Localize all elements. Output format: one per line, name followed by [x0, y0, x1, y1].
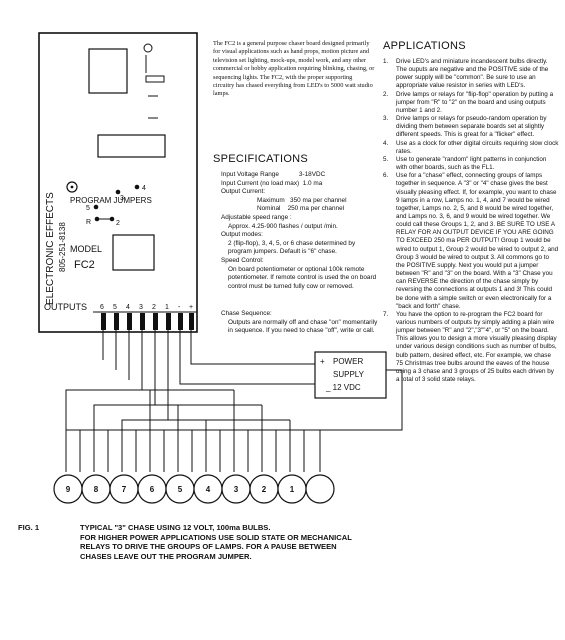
terminal-pins: [101, 313, 194, 330]
input-voltage-value: 3-18VDC: [298, 171, 326, 178]
chase-sequence-label: Chase Sequence:: [221, 310, 272, 317]
power-line2: SUPPLY: [333, 370, 365, 379]
lamp-common-links: [79, 430, 305, 472]
power-plus: +: [320, 357, 325, 366]
output-modes-text: 2 (flip-flop), 3, 4, 5, or 6 chase deter…: [228, 239, 356, 256]
ic-chip-lower: [112, 234, 155, 271]
speed-control-label: Speed Control:: [221, 256, 264, 264]
jumper-pad-4: [134, 184, 140, 190]
jumper-label-4: 4: [142, 185, 146, 192]
list-item: 4.Use as a clock for other digital circu…: [383, 139, 559, 155]
specifications-list: Input Voltage Range 3-18VDC Input Current…: [213, 171, 378, 291]
output-number: -: [178, 304, 181, 311]
lamp-label: 1: [290, 485, 295, 494]
lamp-label: 3: [234, 485, 239, 494]
output-number: 4: [126, 304, 130, 311]
nominal-label: Nominal: [257, 205, 281, 213]
lamp-extra: [305, 474, 335, 504]
lamp-label: 8: [94, 485, 99, 494]
specifications-title: SPECIFICATIONS: [213, 153, 309, 165]
input-current-value: 1.0 ma: [302, 179, 323, 187]
lamp-label: 5: [178, 485, 183, 494]
output-number: 3: [139, 304, 143, 311]
speed-control-text: On board potentiometer or optional 100k …: [228, 265, 377, 290]
lamp-row: [53, 474, 335, 504]
intro-paragraph: The FC2 is a general purpose chaser boar…: [213, 40, 375, 98]
lamp-label: 7: [122, 485, 127, 494]
output-number: 5: [113, 304, 117, 311]
output-number: 6: [100, 304, 104, 311]
program-jumpers-label: PROGRAM JUMPERS: [70, 196, 152, 205]
figure-label: FIG. 1: [18, 523, 40, 532]
jumper-pad-5: [93, 204, 99, 210]
list-item: 2.Drive lamps or relays for "flip-flop" …: [383, 90, 554, 114]
maximum-value: 350 ma per channel: [290, 196, 347, 204]
mounting-hole: [66, 181, 78, 193]
outputs-label: OUTPUTS: [44, 302, 87, 312]
applications-list: 1.Drive LED's and miniature incandescent…: [383, 58, 559, 384]
figure-caption-rest: FOR HIGHER POWER APPLICATIONS USE SOLID …: [80, 532, 352, 561]
applications-title: APPLICATIONS: [383, 40, 466, 52]
input-voltage-label: Input Voltage Range: [221, 171, 279, 178]
model-name: FC2: [74, 259, 95, 271]
wires: [65, 330, 403, 472]
figure-caption-line1: TYPICAL "3" CHASE USING 12 VOLT, 100ma B…: [80, 523, 271, 532]
list-item: 5.Use to generate "random" light pattern…: [383, 155, 547, 172]
trim-pot: [143, 43, 153, 53]
jumper-label-r: R: [86, 219, 91, 226]
output-modes-label: Output modes:: [221, 231, 263, 239]
lamp-label: 2: [262, 485, 267, 494]
list-item: 6.Use for a "chase" effect, connecting g…: [383, 172, 559, 310]
speed-range-label: Adjustable speed range :: [221, 213, 292, 221]
jumper-label-3: 3: [120, 195, 124, 202]
nominal-value: 250 ma per channel: [287, 205, 345, 213]
maximum-label: Maximum: [257, 196, 285, 204]
jumper-label-2: 2: [116, 220, 120, 227]
chase-sequence-text: Outputs are normally off and chase "on" …: [228, 318, 378, 335]
list-item: 1.Drive LED's and miniature incandescent…: [383, 58, 549, 90]
power-line3: _ 12 VDC: [325, 383, 361, 392]
jumper-pad-3: [115, 189, 121, 195]
board-brand: ELECTRONIC EFFECTS: [45, 192, 56, 305]
board-phone: 805-251-8138: [58, 222, 67, 272]
input-current-label: Input Current (no load max): [221, 179, 300, 187]
output-current-label: Output Current:: [221, 188, 266, 196]
speed-range-value: Approx. 4.25-900 flashes / output /min.: [228, 222, 338, 230]
output-number: +: [189, 304, 193, 311]
jumper-label-5: 5: [86, 205, 90, 212]
power-line1: POWER: [333, 357, 363, 366]
lamp-label: 9: [66, 485, 71, 494]
ic-chip-bottom: [97, 134, 166, 158]
power-supply-box: [314, 351, 387, 399]
output-number: 2: [152, 304, 156, 311]
ic-chip-top: [88, 48, 128, 94]
chase-sequence: Chase Sequence: Outputs are normally off…: [213, 310, 378, 336]
list-item: 3.Drive lamps or relays for pseudo-rando…: [383, 115, 547, 139]
list-item: 7.You have the option to re-program the …: [383, 310, 557, 384]
circuit-board: [38, 32, 198, 333]
lamp-label: 4: [206, 485, 211, 494]
lamp-label: 6: [150, 485, 155, 494]
model-label: MODEL: [70, 244, 102, 254]
output-number: 1: [165, 304, 169, 311]
figure-caption: FIG. 1 TYPICAL "3" CHASE USING 12 VOLT, …: [18, 523, 363, 561]
